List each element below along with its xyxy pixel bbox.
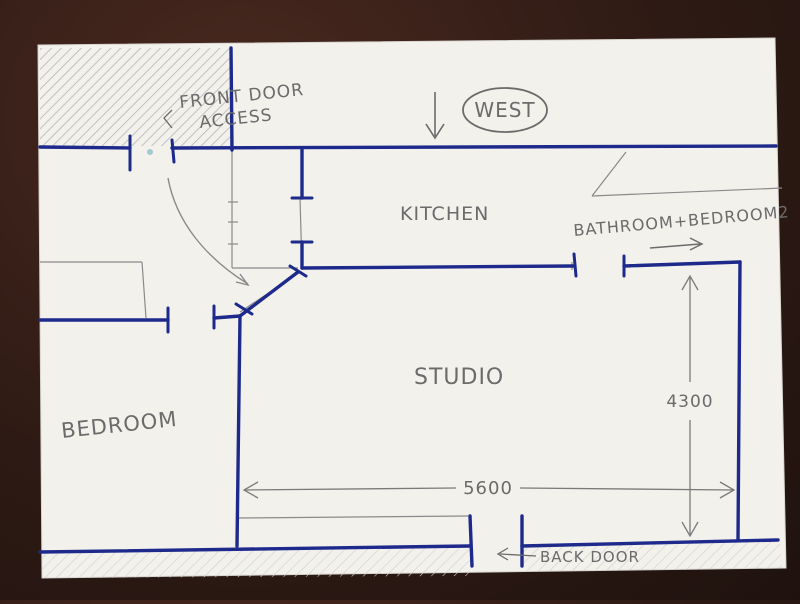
bathroom-arrow [649, 237, 704, 251]
height-dimension-label: 4300 [666, 392, 713, 412]
studio-label: STUDIO [414, 365, 504, 390]
door-swing-arrowhead [235, 273, 250, 287]
hatched-outside-top-left [40, 48, 232, 146]
paper-sheet [37, 37, 787, 579]
walls [38, 46, 780, 568]
hatched-outside-bottom [42, 548, 470, 578]
west-arrow [425, 92, 445, 140]
dimension-height-line [681, 274, 699, 538]
west-label: WEST [474, 98, 535, 122]
width-dimension-label: 5600 [463, 478, 513, 499]
back-door-arrow [496, 547, 537, 561]
dimension-width-line [242, 481, 736, 499]
front-door-arrow [163, 109, 173, 129]
door-swing-arrow [167, 177, 249, 285]
hatched-outside-bottom-right [522, 538, 782, 572]
back-door-label: BACK DOOR [540, 548, 640, 566]
west-compass-ellipse [462, 87, 548, 133]
kitchen-label: KITCHEN [400, 203, 489, 225]
door-ticks [128, 134, 626, 334]
ink-dot [147, 149, 153, 155]
